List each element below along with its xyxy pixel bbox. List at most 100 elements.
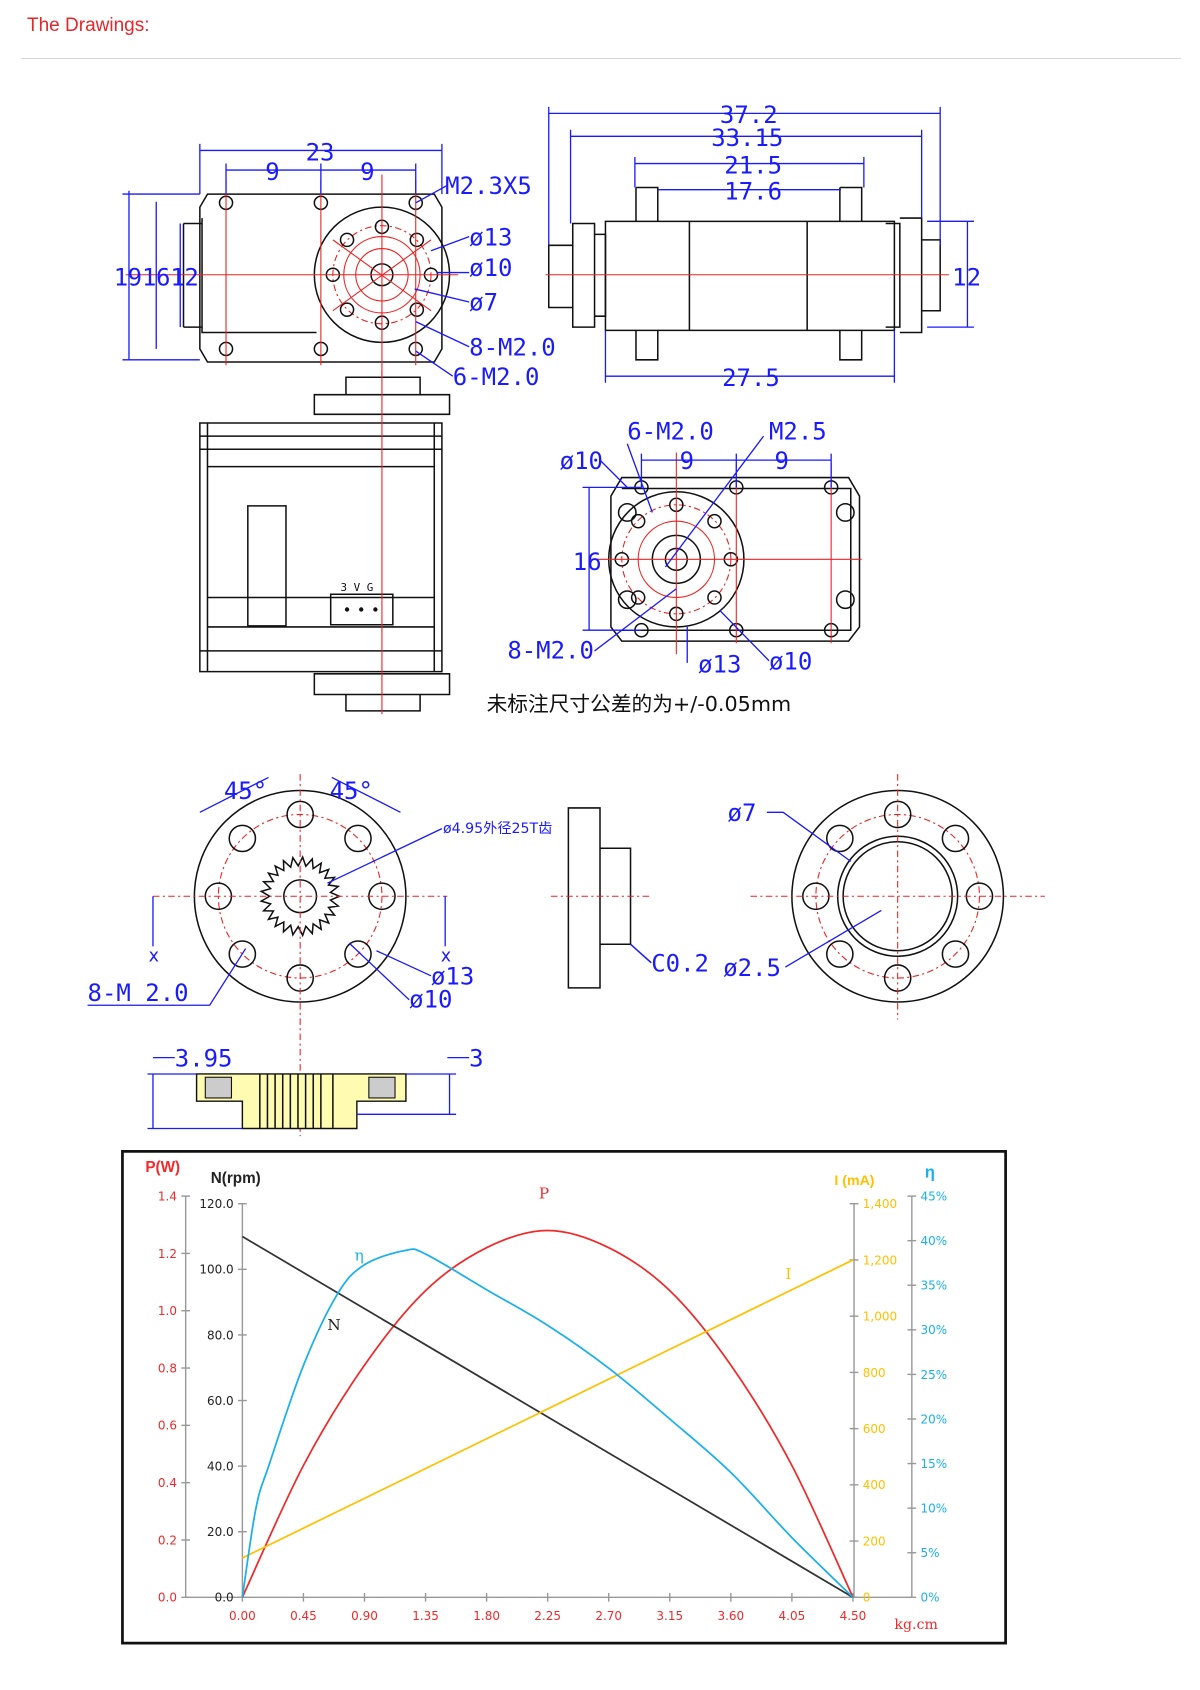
series-label-p: P	[539, 1184, 549, 1202]
N-tick-label: 20.0	[207, 1525, 234, 1539]
label-phi7: ø7	[469, 289, 498, 317]
eta-axis-label: η	[925, 1164, 935, 1182]
series-line-I	[241, 1259, 854, 1559]
label-phi25-horn: ø2.5	[723, 954, 781, 982]
divider	[21, 58, 1181, 59]
N-tick-label: 80.0	[207, 1328, 234, 1342]
dim-16: 16	[142, 264, 170, 292]
dim-3-95: 3.95	[175, 1044, 233, 1072]
bottom-view: 6-M2.0 M2.5 ø10 9 9 16 8-M2.0 ø13 ø10	[507, 417, 862, 679]
eta-tick-label: 35%	[921, 1279, 948, 1293]
label-8m-bottom: 8-M2.0	[507, 637, 594, 665]
I-tick-label: 600	[863, 1422, 886, 1436]
side-view: 37.2 33.15 21.5 17.6 27.5 12	[545, 101, 981, 392]
P-tick-label: 0.4	[158, 1476, 177, 1490]
I-tick-label: 1,200	[863, 1253, 897, 1267]
horn-hole	[825, 940, 854, 968]
P-tick-label: 0.6	[158, 1419, 177, 1433]
angle-45-left: 45°	[224, 777, 267, 805]
eta-tick-label: 45%	[921, 1189, 948, 1203]
tolerance-note: 未标注尺寸公差的为+/-0.05mm	[487, 692, 792, 716]
N-tick-label: 120.0	[199, 1197, 233, 1211]
dim-33-15: 33.15	[711, 124, 783, 152]
P-tick-label: 0.8	[158, 1361, 177, 1375]
label-8m-horn: 8-M 2.0	[88, 979, 189, 1007]
dim-9a: 9	[265, 158, 279, 186]
label-chamfer: C0.2	[651, 949, 709, 977]
eta-tick-label: 20%	[921, 1412, 948, 1426]
label-6m-bottom: 6-M2.0	[627, 417, 714, 445]
label-8m: 8-M2.0	[469, 333, 556, 361]
performance-chart: P(W) N(rpm) I (mA) η kg.cm P N I η 0.00.…	[121, 1150, 1007, 1645]
dim-37-2: 37.2	[720, 101, 778, 129]
x-tick-label: 2.70	[595, 1609, 622, 1623]
x-tick-label: 3.60	[717, 1609, 744, 1623]
x-tick-label: 0.00	[229, 1609, 256, 1623]
dim-12-side: 12	[952, 264, 981, 292]
eta-tick-label: 25%	[921, 1368, 948, 1382]
dim-12: 12	[170, 264, 198, 292]
horn-hole	[825, 824, 854, 853]
dim-17-6: 17.6	[724, 178, 782, 206]
P-tick-label: 1.4	[158, 1189, 177, 1203]
P-tick-label: 1.2	[158, 1247, 177, 1261]
label-phi7-horn: ø7	[728, 799, 757, 827]
dim-23: 23	[306, 138, 335, 166]
N-tick-label: 0.0	[215, 1591, 234, 1605]
label-phi10-horn: ø10	[409, 985, 452, 1013]
x-tick-label: 0.45	[290, 1609, 317, 1623]
P-tick-label: 0.2	[158, 1533, 177, 1547]
label-phi13-bottom: ø13	[698, 651, 741, 679]
label-phi10b-bottom: ø10	[769, 647, 812, 675]
series-label-i: I	[785, 1265, 791, 1283]
horn-hole	[344, 940, 372, 968]
P-tick-label: 0.0	[158, 1591, 177, 1605]
eta-tick-label: 15%	[921, 1457, 948, 1471]
dim-19: 19	[114, 264, 142, 292]
spline-label: ø4.95外径25T齿	[443, 821, 552, 837]
p-axis-label: P(W)	[145, 1159, 180, 1176]
horn-drawings: 45° 45° ø4.95外径25T齿 x x 8-M 2.0 ø13 ø10 …	[88, 774, 1045, 1137]
I-tick-label: 0	[863, 1591, 871, 1605]
eta-tick-label: 30%	[921, 1323, 948, 1337]
horn-hole	[228, 940, 257, 968]
label-phi13-horn: ø13	[431, 963, 474, 991]
connector-label: 3 V G	[341, 581, 374, 594]
dim-21-5: 21.5	[724, 151, 782, 179]
dim-9-bottom-a: 9	[680, 447, 694, 475]
x-tick-label: 1.80	[473, 1609, 500, 1623]
eta-tick-label: 0%	[921, 1591, 940, 1605]
dim-9-bottom-b: 9	[774, 447, 788, 475]
body-side-view: 3 V G	[199, 370, 451, 715]
horn-hole	[941, 940, 970, 968]
dim-27-5: 27.5	[722, 364, 780, 392]
label-phi10-bottom: ø10	[560, 447, 603, 475]
x-tick-label: 4.05	[779, 1609, 806, 1623]
series-label-eta: η	[355, 1246, 364, 1264]
series-line-eta	[241, 1248, 854, 1598]
x-tick-label: 2.25	[534, 1609, 561, 1623]
x-tick-label: 0.90	[351, 1609, 378, 1623]
i-axis-label: I (mA)	[834, 1173, 874, 1189]
horn-hole	[344, 824, 372, 853]
I-tick-label: 1,000	[863, 1310, 897, 1324]
I-tick-label: 200	[863, 1534, 886, 1548]
I-tick-label: 800	[863, 1366, 886, 1380]
section-title: The Drawings:	[27, 15, 150, 36]
horn-hole	[228, 824, 257, 853]
x-tick-label: 1.35	[412, 1609, 439, 1623]
angle-45-right: 45°	[330, 777, 373, 805]
P-tick-label: 1.0	[158, 1304, 177, 1318]
front-view: 23 9 9 19 16 12 M2.3X5 ø13 ø10 ø7 8-M2.0…	[114, 138, 556, 391]
label-phi10: ø10	[469, 254, 512, 282]
N-tick-label: 40.0	[207, 1459, 234, 1473]
I-tick-label: 1,400	[863, 1197, 897, 1211]
dim-9b: 9	[360, 158, 374, 186]
series-line-P	[241, 1229, 854, 1598]
n-axis-label: N(rpm)	[211, 1170, 261, 1187]
I-tick-label: 400	[863, 1478, 886, 1492]
eta-tick-label: 5%	[921, 1546, 940, 1560]
eta-tick-label: 40%	[921, 1234, 948, 1248]
x-mark-left: x	[149, 947, 159, 967]
